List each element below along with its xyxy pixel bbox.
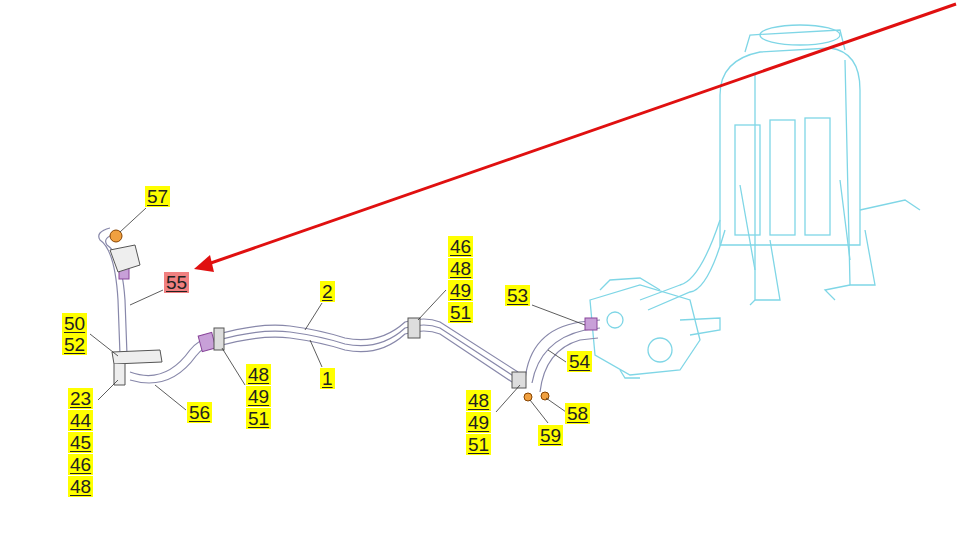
callout-number: 55 <box>164 272 189 293</box>
clamp <box>214 318 526 388</box>
tank-frame <box>640 25 920 310</box>
callout-number: 54 <box>567 351 592 372</box>
callout-number: 23 <box>68 388 93 409</box>
callout-number: 52 <box>62 334 87 355</box>
callout-number: 58 <box>565 403 590 424</box>
bracket <box>112 350 162 385</box>
pipe <box>99 228 600 392</box>
pointer-arrow <box>194 4 956 272</box>
callout-number: 51 <box>246 408 271 429</box>
fitting <box>524 392 549 401</box>
callout-number: 59 <box>538 425 563 446</box>
valve-block <box>110 230 140 272</box>
callout-number: 48 <box>448 258 473 279</box>
callout-number: 46 <box>68 454 93 475</box>
callout-number: 49 <box>466 412 491 433</box>
callout-number: 46 <box>448 236 473 257</box>
callout-number: 48 <box>246 364 271 385</box>
callout-number: 44 <box>68 410 93 431</box>
leader-line <box>90 208 585 423</box>
callout-number: 51 <box>448 302 473 323</box>
pump <box>590 278 720 378</box>
callout-number: 56 <box>187 402 212 423</box>
callout-number: 49 <box>448 280 473 301</box>
callout-number: 45 <box>68 432 93 453</box>
callout-number: 48 <box>68 476 93 497</box>
callout-number: 1 <box>320 368 335 389</box>
callout-number: 2 <box>320 281 335 302</box>
callout-number: 53 <box>505 285 530 306</box>
callout-number: 48 <box>466 390 491 411</box>
callout-number: 57 <box>145 186 170 207</box>
callout-number: 51 <box>466 434 491 455</box>
callout-number: 50 <box>62 313 87 334</box>
fitting <box>119 265 597 352</box>
callout-number: 49 <box>246 386 271 407</box>
